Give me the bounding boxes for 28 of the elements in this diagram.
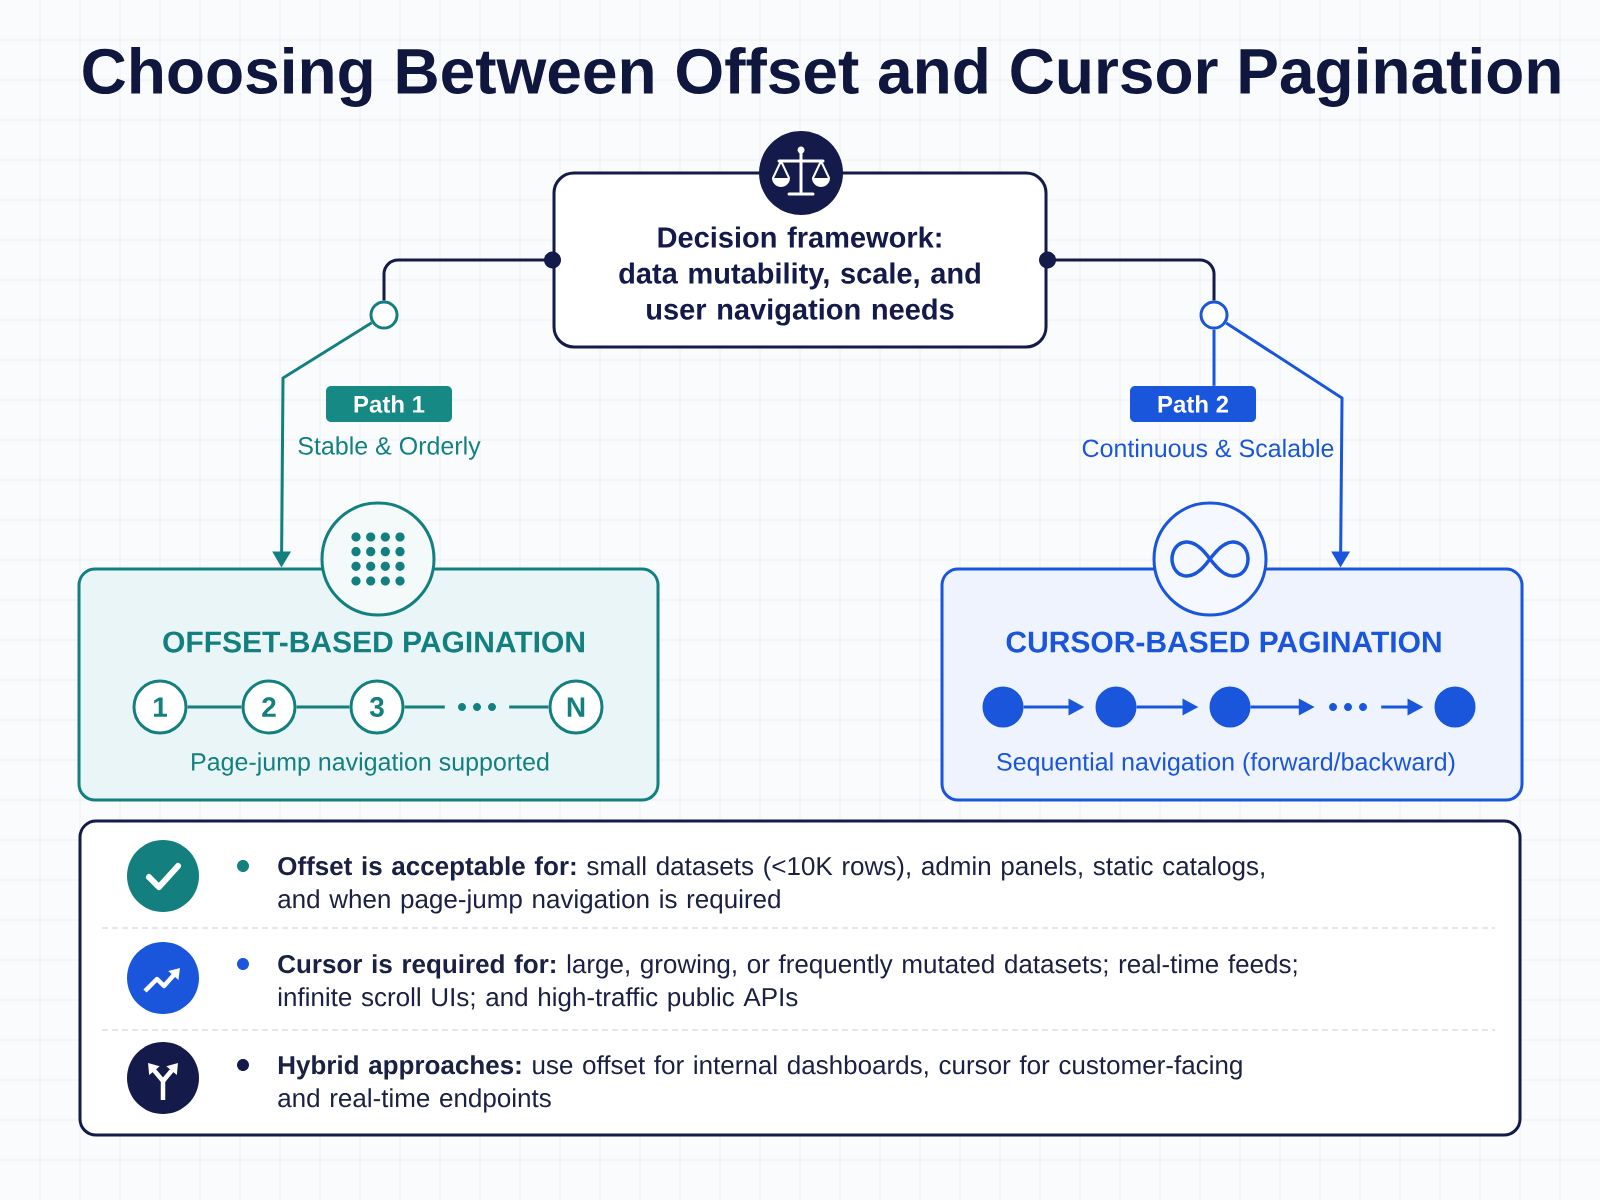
decision-box: Decision framework: data mutability, scale, and user navigation needs: [552, 171, 1048, 349]
connector-line: [187, 705, 242, 709]
filled-dot: [1095, 686, 1137, 728]
filled-dot: [1209, 686, 1251, 728]
ellipsis-dots: [458, 703, 496, 711]
path-caption: Stable & Orderly: [298, 436, 481, 460]
path-badge: Path 2: [1130, 386, 1256, 422]
connector-line: [404, 705, 445, 709]
connector-line: [1039, 251, 1216, 301]
card-title: OFFSET-BASED PAGINATION: [163, 631, 584, 653]
ellipsis-dots: [1329, 703, 1367, 711]
card-caption: Page-jump navigation supported: [192, 752, 549, 776]
connector-line: [296, 705, 350, 709]
bullet-text: Offset is acceptable for: small datasets (<10K rows), admin panels, static catalogs, and when page-jump navigation is required: [278, 856, 1264, 914]
bullet-text: Cursor is required for: large, growing, or frequently mutated datasets; real-time feeds; infinite scroll UIs; and high-traffic public APIs: [278, 954, 1297, 1012]
path-badge: Path 1: [326, 386, 452, 422]
card-caption: Sequential navigation (forward/backward): [997, 752, 1455, 776]
connector-line: [509, 705, 549, 709]
filled-dot: [1434, 686, 1476, 728]
title: Choosing Between Offset and Cursor Pagination: [83, 47, 1560, 107]
junction-circle: [369, 300, 399, 330]
filled-dot: [982, 686, 1024, 728]
junction-circle: [1199, 300, 1229, 330]
path-caption: Continuous & Scalable: [1082, 438, 1334, 458]
bullet-text: Hybrid approaches: use offset for internal dashboards, cursor for customer-facing and real-time endpoints: [278, 1055, 1242, 1113]
connector-line: [382, 251, 561, 301]
card-title: CURSOR-BASED PAGINATION: [1006, 631, 1441, 653]
connector-line: [1212, 329, 1216, 386]
